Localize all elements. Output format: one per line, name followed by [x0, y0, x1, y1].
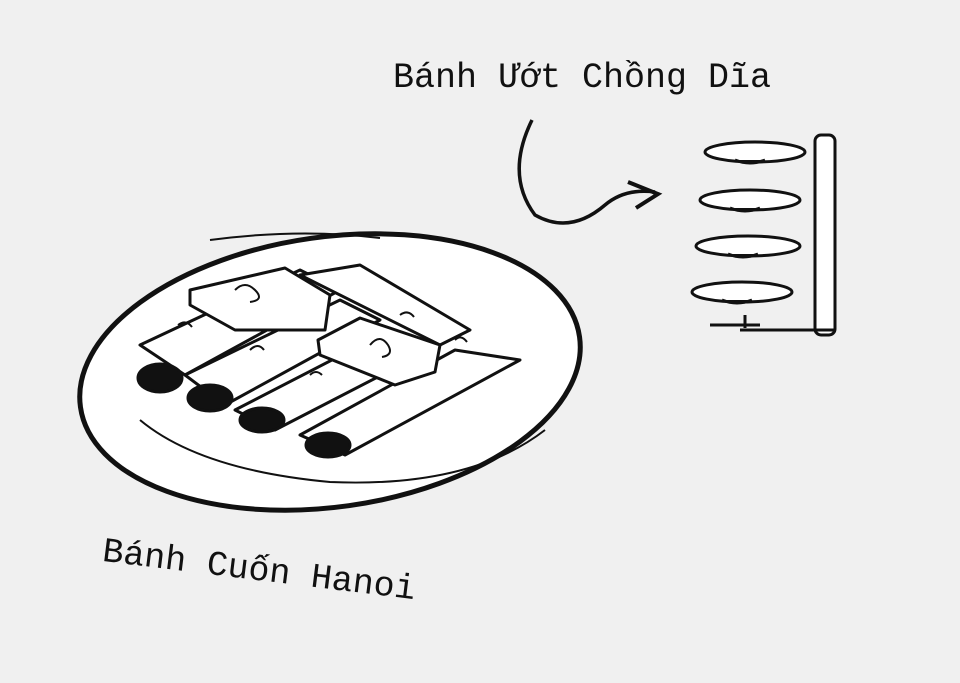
stacked-plates	[690, 133, 837, 337]
rice-rolls	[136, 263, 522, 459]
stacked-plates-label: Bánh Ướt Chồng Dĩa	[393, 58, 772, 98]
arrow-icon	[517, 119, 656, 225]
